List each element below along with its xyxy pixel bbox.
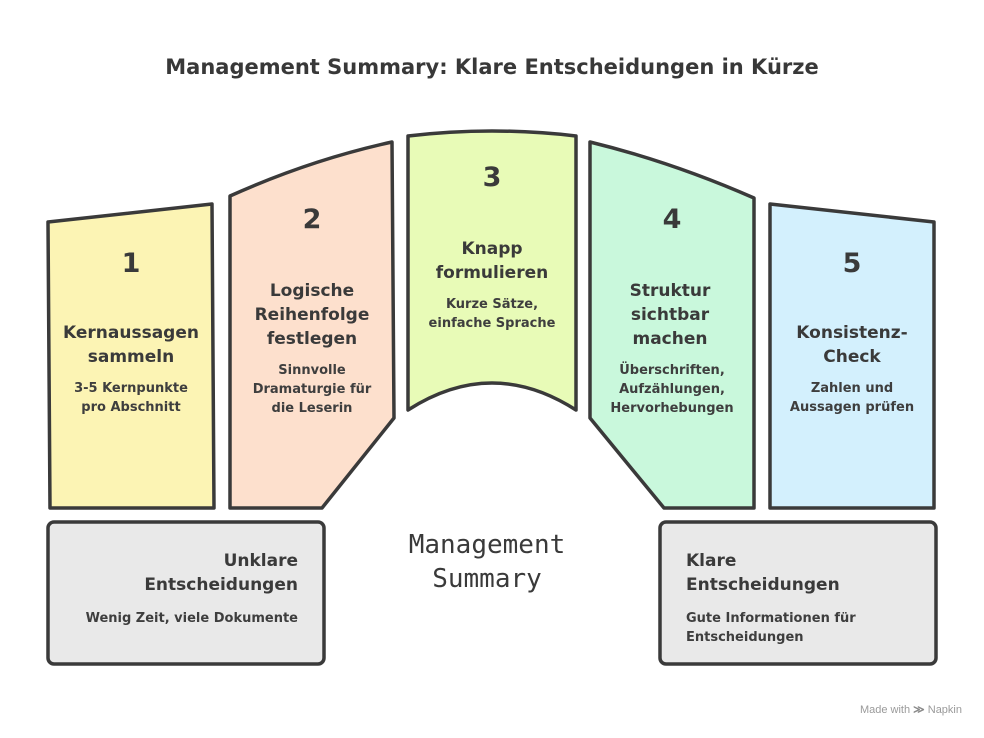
- step-5-title-line-2: Check: [823, 347, 881, 367]
- step-4-title-line-1: Struktur: [630, 281, 711, 301]
- step-5-shape: [768, 202, 936, 510]
- step-3-shape: [406, 129, 578, 412]
- step-3-title-line-1: Knapp: [461, 239, 522, 259]
- step-1-card: 1 Kernaussagen sammeln 3-5 Kernpunkte pro …: [46, 202, 216, 510]
- step-1-description-line-1: 3-5 Kernpunkte: [74, 381, 188, 396]
- step-4-title: Struktur sichtbar machen: [630, 281, 711, 349]
- step-5-description-line-1: Zahlen und: [811, 381, 893, 396]
- step-2-shape: [228, 140, 396, 510]
- unclear-decisions-title-line-2: Entscheidungen: [144, 575, 298, 595]
- step-2-title-line-2: Reihenfolge: [255, 305, 370, 325]
- diagram-title: Management Summary: Klare Entscheidungen…: [165, 55, 818, 79]
- unclear-decisions-shape: [46, 520, 326, 666]
- step-2-description-line-2: Dramaturgie für: [253, 382, 372, 397]
- step-2-description-line-3: die Leserin: [272, 401, 353, 416]
- step-4-description-line-2: Aufzählungen,: [619, 382, 725, 397]
- step-1-number: 1: [122, 248, 141, 279]
- credit-brand: Napkin: [927, 704, 962, 716]
- step-5-number: 5: [843, 248, 862, 279]
- step-1-title: Kernaussagen sammeln: [63, 323, 199, 367]
- center-label-line-1: Management: [409, 530, 566, 560]
- step-2-title-line-3: festlegen: [267, 329, 357, 349]
- step-3-description-line-2: einfache Sprache: [429, 316, 556, 331]
- step-3-card: 3 Knapp formulieren Kurze Sätze, einfache …: [406, 129, 578, 412]
- step-1-description: 3-5 Kernpunkte pro Abschnitt: [74, 381, 188, 415]
- clear-decisions-title-line-1: Klare: [686, 551, 736, 571]
- step-3-title-line-2: formulieren: [436, 263, 548, 283]
- step-3-description: Kurze Sätze, einfache Sprache: [429, 297, 556, 331]
- step-1-shape: [46, 202, 216, 510]
- step-5-title: Konsistenz- Check: [796, 323, 907, 367]
- unclear-decisions-title-line-1: Unklare: [224, 551, 298, 571]
- step-4-title-line-2: sichtbar: [631, 305, 710, 325]
- clear-decisions-description-line-2: Entscheidungen: [686, 630, 804, 645]
- step-3-title: Knapp formulieren: [436, 239, 548, 283]
- clear-decisions-title-line-2: Entscheidungen: [686, 575, 840, 595]
- step-2-description-line-1: Sinnvolle: [278, 363, 346, 378]
- center-label-line-2: Summary: [432, 564, 542, 594]
- step-4-title-line-3: machen: [633, 329, 708, 349]
- made-with-credit[interactable]: Made with ≫ Napkin: [860, 703, 962, 716]
- unclear-decisions-description: Wenig Zeit, viele Dokumente: [86, 611, 299, 626]
- step-4-description: Überschriften, Aufzählungen, Hervorhebunge…: [610, 362, 733, 416]
- step-4-shape: [588, 140, 756, 510]
- step-4-card: 4 Struktur sichtbar machen Überschriften, A…: [588, 140, 756, 510]
- step-5-description-line-2: Aussagen prüfen: [790, 400, 914, 415]
- unclear-decisions-description-line-1: Wenig Zeit, viele Dokumente: [86, 611, 299, 626]
- step-2-title-line-1: Logische: [270, 281, 354, 301]
- step-5-title-line-1: Konsistenz-: [796, 323, 907, 343]
- step-1-title-line-1: Kernaussagen: [63, 323, 199, 343]
- napkin-logo-icon: ≫: [913, 704, 925, 716]
- step-4-description-line-1: Überschriften,: [619, 362, 725, 378]
- clear-decisions-description-line-1: Gute Informationen für: [686, 611, 856, 626]
- step-1-description-line-2: pro Abschnitt: [81, 400, 180, 415]
- credit-prefix: Made with: [859, 704, 911, 716]
- step-3-number: 3: [483, 162, 502, 193]
- step-1-title-line-2: sammeln: [88, 347, 174, 367]
- step-4-description-line-3: Hervorhebungen: [610, 401, 733, 416]
- step-2-number: 2: [303, 204, 322, 235]
- clear-decisions-shape: [658, 520, 938, 666]
- step-3-description-line-1: Kurze Sätze,: [446, 297, 538, 312]
- step-4-number: 4: [663, 204, 682, 235]
